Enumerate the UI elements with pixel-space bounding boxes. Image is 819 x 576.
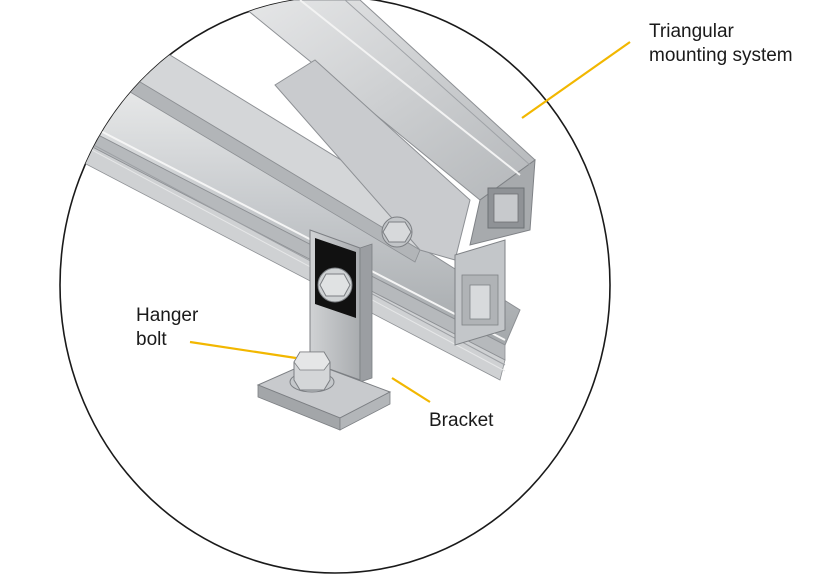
- bracket-bolt: [317, 267, 353, 303]
- hanger-bolt: [289, 351, 335, 393]
- label-hanger-bolt: Hanger bolt: [136, 305, 199, 350]
- leader-hanger-bolt: [189, 340, 297, 360]
- leader-triangular: [521, 41, 631, 119]
- triangular-mounting-beam: [233, 0, 536, 346]
- label-triangular-mounting-system: Triangular mounting system: [649, 21, 793, 66]
- hardware-illustration: [60, 0, 536, 431]
- base-rail: [60, 69, 521, 381]
- label-bracket: Bracket: [429, 410, 494, 431]
- leader-bracket: [391, 377, 431, 403]
- beam-bolt: [381, 216, 413, 248]
